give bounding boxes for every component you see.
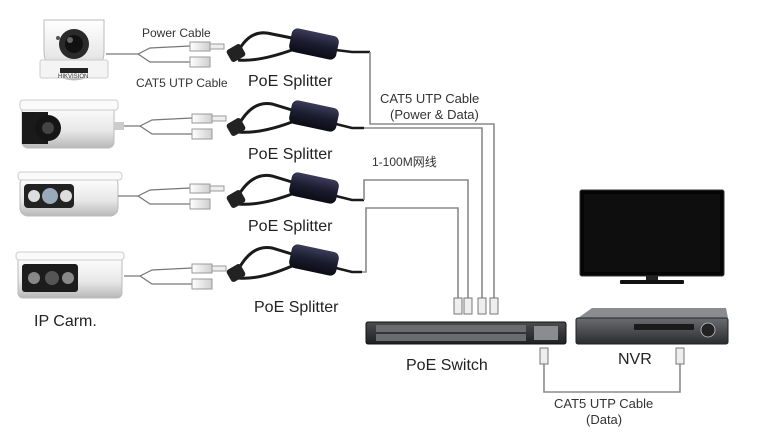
power-cable-label: Power Cable [142,26,211,40]
nvr-recorder [575,308,729,345]
camera-connectors [189,41,227,290]
camera-bullet-2 [17,171,123,217]
trunk-cable-label-line2: (Power & Data) [390,107,479,122]
camera-dome [39,19,109,81]
poe-splitter-4 [226,244,362,282]
cat5-utp-cable-label: CAT5 UTP Cable [136,76,228,90]
nvr-cable [539,347,685,393]
switch-rj45-plugs [453,297,499,315]
trunk-cables [362,52,495,300]
camera-bullet-3 [15,251,125,299]
ip-camera-label: IP Carm. [34,313,97,330]
dome-camera-brand: HIKVISION [58,74,89,80]
trunk-cable-label-line1: CAT5 UTP Cable [380,91,480,106]
camera-bullet-1 [19,99,124,149]
speed-label: 1-100M网线 [372,155,437,169]
poe-splitter-1 [226,28,370,62]
poe-splitter-label-1: PoE Splitter [248,73,333,90]
nvr-label: NVR [618,351,652,368]
poe-switch-label: PoE Switch [406,357,488,374]
nvr-cable-label-line2: (Data) [586,412,623,427]
poe-splitter-label-4: PoE Splitter [254,299,339,316]
poe-splitter-3 [226,172,364,208]
nvr-cable-label-line1: CAT5 UTP Cable [554,396,654,411]
poe-splitter-2 [226,100,364,136]
monitor [579,189,725,284]
camera-pigtails [106,45,193,285]
poe-splitter-label-3: PoE Splitter [248,218,333,235]
poe-switch [365,321,567,345]
poe-splitter-label-2: PoE Splitter [248,146,333,163]
